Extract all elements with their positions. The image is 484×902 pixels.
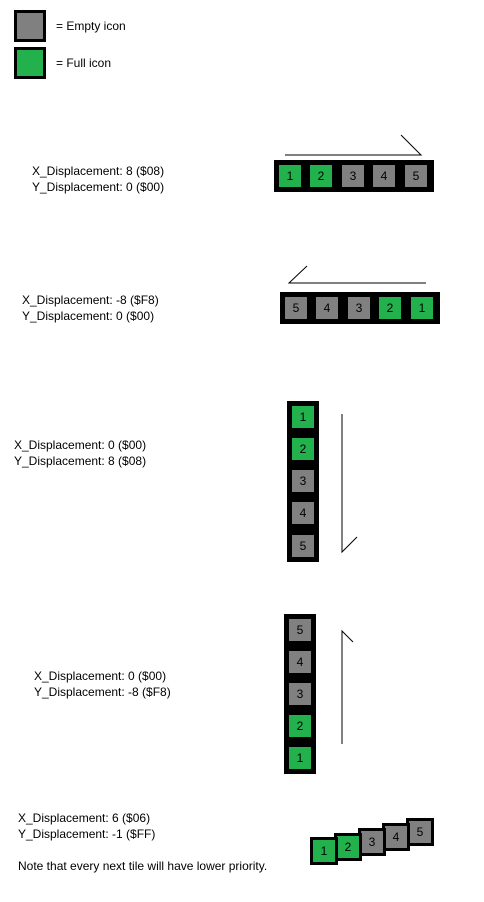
example-4-tile-2: 2 [289,715,311,737]
example-4-tile-1: 1 [289,747,311,769]
example-3-tile-1: 1 [292,406,314,428]
example-3-tile-2: 2 [292,438,314,460]
example-3-y-text: Y_Displacement: 8 ($08) [14,454,147,468]
example-5-tile-2: 2 [334,833,362,861]
legend-full-swatch [14,47,46,79]
example-4-tile-3: 3 [289,683,311,705]
example-4-tile-strip: 5 4 3 2 1 [284,614,316,774]
example-2-tile-strip: 5 4 3 2 1 [280,292,440,324]
example-2-tile-2: 2 [379,297,401,319]
example-2-x-text: X_Displacement: -8 ($F8) [22,293,159,307]
example-4-tile-5: 5 [289,619,311,641]
example-4-tile-4: 4 [289,651,311,673]
example-3-tile-5: 5 [292,535,314,557]
example-5-tile-5: 5 [406,818,434,846]
example-4-x-text: X_Displacement: 0 ($00) [34,669,167,683]
legend-empty-label: = Empty icon [56,19,126,33]
example-2-tile-3: 3 [348,297,370,319]
example-5-tile-4: 4 [382,823,410,851]
example-1-x-text: X_Displacement: 8 ($08) [32,164,165,178]
example-3-tile-strip: 1 2 3 4 5 [287,401,319,562]
example-1-tile-strip: 1 2 3 4 5 [274,160,434,192]
example-5-tile-1: 1 [310,837,338,865]
example-1-tile-4: 4 [373,165,395,187]
example-2-tile-1: 1 [411,297,433,319]
example-2-y-text: Y_Displacement: 0 ($00) [22,309,155,323]
legend-empty-swatch [14,10,46,42]
example-1-y-text: Y_Displacement: 0 ($00) [32,180,165,194]
example-2-tile-5: 5 [285,297,307,319]
example-1-tile-2: 2 [310,165,332,187]
legend-full-label: = Full icon [56,56,112,70]
example-3-tile-4: 4 [292,502,314,524]
example-3-x-text: X_Displacement: 0 ($00) [14,438,147,452]
example-3-tile-3: 3 [292,470,314,492]
example-5-y-text: Y_Displacement: -1 ($FF) [18,827,156,841]
example-1-tile-1: 1 [279,165,301,187]
example-5-tile-3: 3 [358,828,386,856]
example-5-x-text: X_Displacement: 6 ($06) [18,811,151,825]
example-5-note: Note that every next tile will have lowe… [18,859,268,873]
example-1-tile-3: 3 [342,165,364,187]
example-1-tile-5: 5 [405,165,427,187]
example-2-tile-4: 4 [316,297,338,319]
example-4-y-text: Y_Displacement: -8 ($F8) [34,685,171,699]
